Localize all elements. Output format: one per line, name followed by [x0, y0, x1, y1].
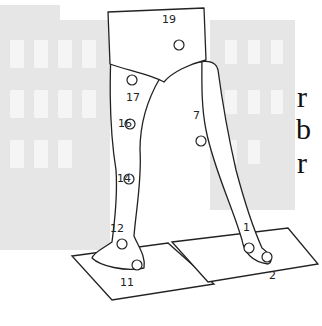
marker-number: 7: [193, 110, 200, 121]
marker-number: 11: [120, 277, 134, 288]
marker-number: 12: [110, 223, 124, 234]
marker-number: 19: [162, 14, 176, 25]
marker-number: 1: [243, 222, 250, 233]
background-letter: r: [297, 82, 307, 112]
markers: [117, 40, 272, 270]
legs: [92, 8, 271, 269]
marker-number: 2: [269, 270, 276, 281]
background-letter: r: [297, 148, 307, 178]
background-building: [0, 5, 295, 250]
marker-number: 16: [118, 118, 132, 129]
marker-number: 14: [117, 173, 131, 184]
background-letter: b: [296, 114, 311, 144]
marker-number: 17: [126, 92, 140, 103]
